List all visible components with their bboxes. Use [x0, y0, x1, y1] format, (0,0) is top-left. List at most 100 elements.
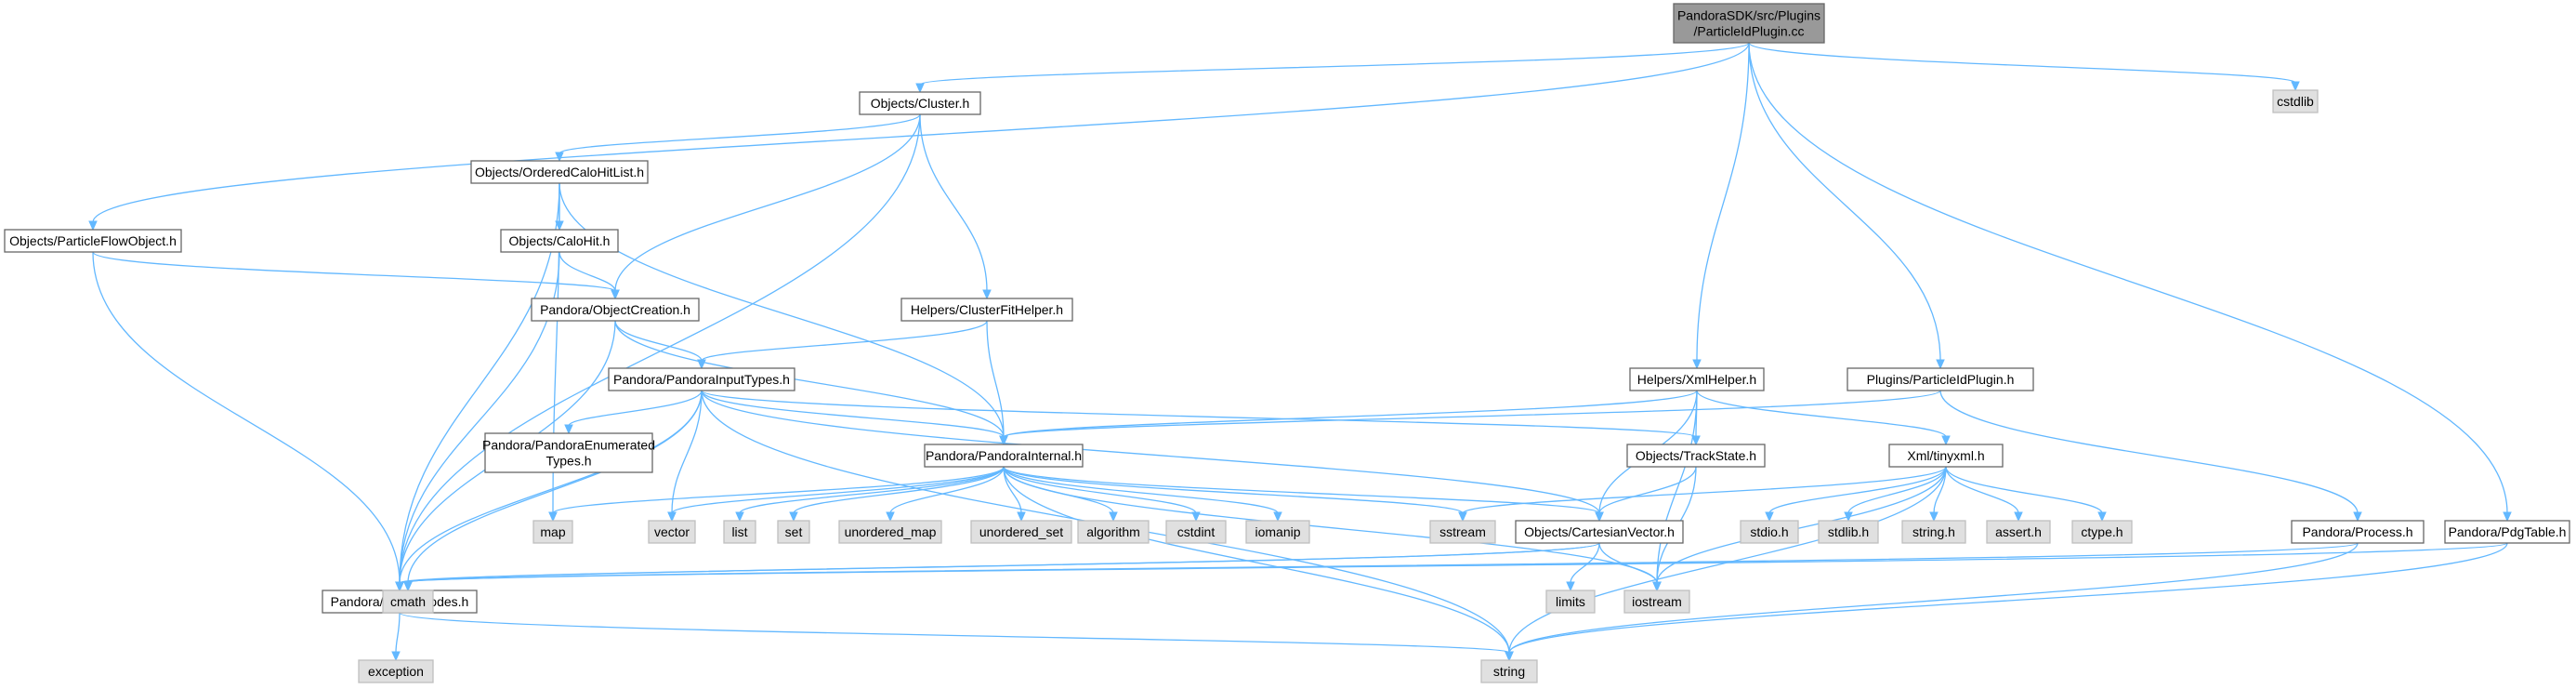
arrowhead-tinyxml-to-sstream: [1458, 511, 1467, 523]
node-ochl[interactable]: Objects/OrderedCaloHitList.h: [470, 160, 649, 184]
arrowhead-internal-to-unordered_set: [1017, 511, 1026, 523]
edge-cfhelper-to-inputtypes: [701, 320, 988, 362]
edge-cluster-to-statuscodes: [399, 113, 921, 584]
edge-internal-to-cartesian: [1003, 466, 1600, 514]
node-stdio: stdio.h: [1740, 520, 1799, 544]
node-process[interactable]: Pandora/Process.h: [2291, 520, 2425, 544]
node-cluster[interactable]: Objects/Cluster.h: [859, 91, 981, 115]
node-iostream-label: iostream: [1632, 594, 1682, 609]
node-cluster-label: Objects/Cluster.h: [871, 96, 970, 111]
node-enumtypes-label: Pandora/PandoraEnumerated: [482, 438, 655, 453]
arrowhead-internal-to-iomanip: [1273, 511, 1282, 523]
arrowhead-internal-to-map: [548, 511, 558, 523]
node-iomanip: iomanip: [1245, 520, 1310, 544]
node-root[interactable]: PandoraSDK/src/Plugins/ParticleIdPlugin.…: [1673, 3, 1825, 44]
node-layer: PandoraSDK/src/Plugins/ParticleIdPlugin.…: [4, 3, 2570, 683]
arrowhead-inputtypes-to-enumtypes: [564, 424, 573, 435]
node-cartesian[interactable]: Objects/CartesianVector.h: [1515, 520, 1684, 544]
node-vector-label: vector: [654, 524, 690, 539]
edge-objcreation-to-inputtypes: [614, 320, 703, 362]
node-stdlib-box: [1818, 520, 1879, 544]
edge-internal-to-cstdint: [1003, 466, 1197, 514]
node-cfhelper[interactable]: Helpers/ClusterFitHelper.h: [900, 298, 1073, 322]
edge-inputtypes-to-internal: [701, 390, 1005, 438]
edge-xmlhelper-to-tinyxml: [1696, 390, 1947, 438]
arrowhead-internal-to-set: [789, 511, 798, 523]
edge-root-to-pdgtable: [1748, 42, 2508, 514]
node-objcreation-box: [531, 298, 700, 322]
edge-tinyxml-to-stdlib: [1847, 466, 1947, 514]
node-ochl-box: [470, 160, 649, 184]
node-limits: limits: [1545, 590, 1596, 614]
edge-tinyxml-to-sstream: [1462, 466, 1947, 514]
node-trackstate[interactable]: Objects/TrackState.h: [1626, 444, 1766, 468]
edge-statuscodes-to-string: [399, 612, 1510, 654]
node-limits-label: limits: [1556, 594, 1585, 609]
arrowhead-internal-to-list: [735, 511, 744, 523]
edge-internal-to-list: [739, 466, 1005, 514]
edge-cluster-to-ochl: [559, 113, 921, 154]
edge-inputtypes-to-enumtypes: [568, 390, 703, 427]
node-calohit[interactable]: Objects/CaloHit.h: [500, 229, 619, 253]
node-inputtypes[interactable]: Pandora/PandoraInputTypes.h: [608, 367, 795, 391]
node-stdlib-label: stdlib.h: [1828, 524, 1869, 539]
edge-pdgtable-to-statuscodes: [399, 542, 2508, 584]
edge-internal-to-unordered_map: [889, 466, 1005, 514]
node-stdio-label: stdio.h: [1750, 524, 1788, 539]
node-cstdint-box: [1165, 520, 1227, 544]
edge-cluster-to-objcreation: [614, 113, 921, 292]
edge-inputtypes-to-trackstate: [701, 390, 1697, 438]
arrowhead-tinyxml-to-asserth: [2014, 511, 2023, 523]
node-ctypeh: ctype.h: [2071, 520, 2133, 544]
edge-root-to-pidplugin: [1748, 42, 1941, 362]
node-string-label: string: [1493, 664, 1525, 679]
node-pdgtable[interactable]: Pandora/PdgTable.h: [2444, 520, 2570, 544]
node-tinyxml[interactable]: Xml/tinyxml.h: [1888, 444, 2004, 468]
node-internal[interactable]: Pandora/PandoraInternal.h: [924, 444, 1084, 468]
node-inputtypes-box: [608, 367, 795, 391]
edge-tinyxml-to-ctypeh: [1945, 466, 2103, 514]
node-root-label: /ParticleIdPlugin.cc: [1693, 24, 1804, 39]
node-string-box: [1480, 659, 1538, 683]
edge-trackstate-to-cartesian: [1598, 466, 1697, 514]
node-iomanip-label: iomanip: [1255, 524, 1300, 539]
node-root-label: PandoraSDK/src/Plugins: [1677, 8, 1820, 23]
arrowhead-cluster-to-cfhelper: [982, 289, 992, 300]
node-internal-label: Pandora/PandoraInternal.h: [926, 448, 1082, 463]
node-asserth: assert.h: [1986, 520, 2051, 544]
node-stringh-label: string.h: [1912, 524, 1955, 539]
arrowhead-tinyxml-to-ctypeh: [2097, 511, 2107, 523]
edge-internal-to-set: [793, 466, 1005, 514]
node-map-label: map: [540, 524, 565, 539]
node-exception-box: [358, 659, 434, 683]
edge-internal-to-sstream: [1003, 466, 1464, 514]
edge-root-to-xmlhelper: [1696, 42, 1750, 362]
node-set-label: set: [785, 524, 803, 539]
arrowhead-tinyxml-to-stdio: [1765, 511, 1774, 523]
arrowhead-trackstate-to-cartesian: [1595, 511, 1604, 523]
edge-pfo-to-objcreation: [92, 251, 616, 292]
node-objcreation[interactable]: Pandora/ObjectCreation.h: [531, 298, 700, 322]
node-limits-box: [1545, 590, 1596, 614]
node-algorithm-label: algorithm: [1086, 524, 1140, 539]
node-pdgtable-label: Pandora/PdgTable.h: [2449, 524, 2567, 539]
node-cmath: cmath: [382, 590, 434, 614]
edge-xmlhelper-to-internal: [1003, 390, 1698, 438]
node-xmlhelper[interactable]: Helpers/XmlHelper.h: [1629, 367, 1765, 391]
node-process-label: Pandora/Process.h: [2302, 524, 2412, 539]
node-calohit-label: Objects/CaloHit.h: [509, 233, 611, 248]
arrowhead-statuscodes-to-exception: [391, 651, 401, 662]
node-exception: exception: [358, 659, 434, 683]
arrowhead-xmlhelper-to-tinyxml: [1941, 435, 1951, 446]
node-pidplugin[interactable]: Plugins/ParticleIdPlugin.h: [1847, 367, 2034, 391]
edge-pfo-to-statuscodes: [92, 251, 401, 584]
node-string: string: [1480, 659, 1538, 683]
node-calohit-box: [500, 229, 619, 253]
node-iostream-box: [1623, 590, 1690, 614]
node-trackstate-label: Objects/TrackState.h: [1636, 448, 1756, 463]
arrowhead-tinyxml-to-stringh: [1929, 511, 1939, 523]
node-pfo[interactable]: Objects/ParticleFlowObject.h: [4, 229, 182, 253]
edge-cartesian-to-cmath: [407, 542, 1600, 584]
